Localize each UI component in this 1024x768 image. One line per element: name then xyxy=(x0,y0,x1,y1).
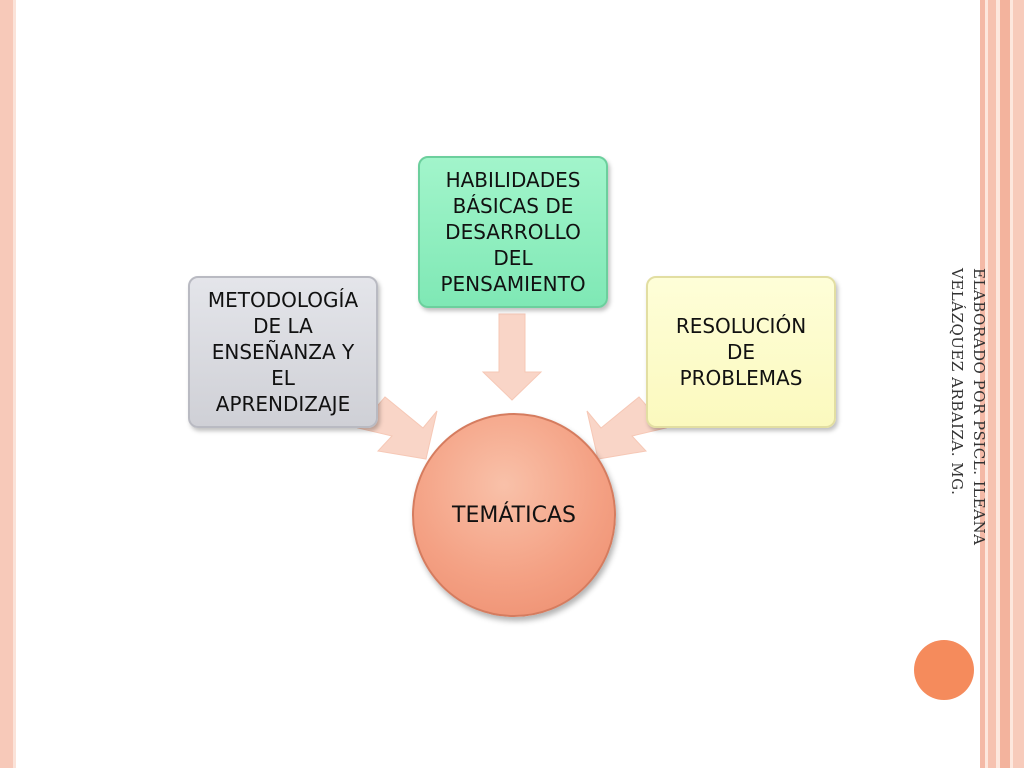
thinking-skills-line: PENSAMIENTO xyxy=(440,272,586,296)
problem-solving-line: DE xyxy=(726,340,756,364)
thinking-skills-box: HABILIDADES BÁSICAS DE DESARROLLO DEL PE… xyxy=(418,156,608,308)
thinking-skills-line: DEL xyxy=(493,246,533,270)
methodology-line: METODOLOGÍA xyxy=(207,288,359,312)
topics-label: TEMÁTICAS xyxy=(452,502,576,528)
credit-line-1: ELABORADO POR PSICL. ILEANA xyxy=(970,268,988,546)
credit-line-2: VELÁZQUEZ ARBAIZA. MG. xyxy=(948,268,966,496)
problem-solving-box: RESOLUCIÓN DE PROBLEMAS xyxy=(646,276,836,428)
methodology-line: ENSEÑANZA Y xyxy=(211,340,355,364)
topics-circle: TEMÁTICAS xyxy=(412,413,616,617)
problem-solving-line: PROBLEMAS xyxy=(679,366,803,390)
thinking-skills-line: BÁSICAS DE xyxy=(452,194,574,218)
left-border-stripe xyxy=(0,0,13,768)
left-border-line xyxy=(13,0,16,768)
methodology-box: METODOLOGÍA DE LA ENSEÑANZA Y EL APRENDI… xyxy=(188,276,378,428)
methodology-line: APRENDIZAJE xyxy=(215,392,351,416)
credit-text: ELABORADO POR PSICL. ILEANA VELÁZQUEZ AR… xyxy=(946,268,990,568)
problem-solving-line: RESOLUCIÓN xyxy=(675,314,807,338)
right-border-stripes xyxy=(980,0,1024,768)
methodology-line: DE LA xyxy=(253,314,313,338)
decorative-dot xyxy=(914,640,974,700)
thinking-skills-line: DESARROLLO xyxy=(445,220,581,244)
thinking-skills-line: HABILIDADES xyxy=(445,168,581,192)
arrow-top xyxy=(481,313,543,401)
methodology-line: EL xyxy=(271,366,295,390)
